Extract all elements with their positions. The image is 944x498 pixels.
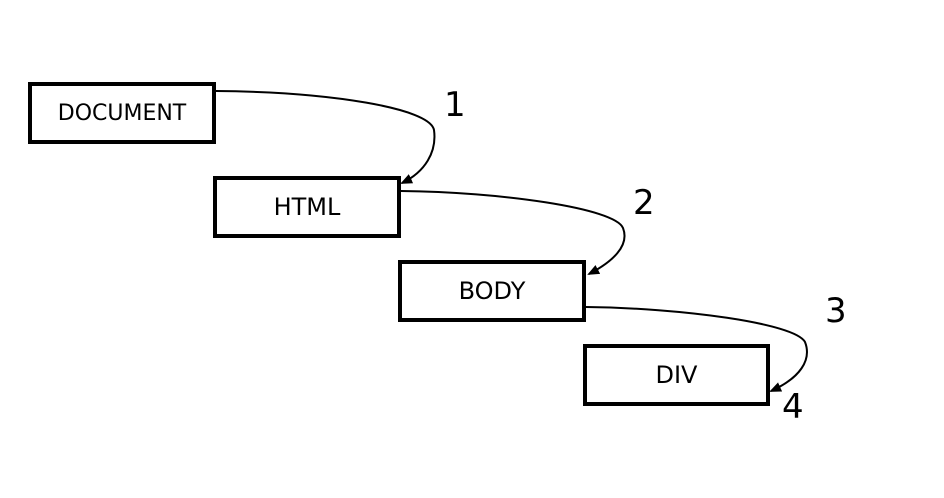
- node-body-label: BODY: [458, 277, 526, 305]
- step-label-4: 4: [782, 387, 804, 427]
- node-body: BODY: [398, 260, 586, 322]
- step-label-1: 1: [444, 85, 466, 125]
- edge-document-to-html: [215, 90, 436, 184]
- edge-body-to-div: [585, 306, 808, 392]
- step-label-3: 3: [825, 291, 847, 331]
- node-div-label: DIV: [655, 361, 698, 389]
- edge-html-to-body: [400, 190, 626, 275]
- node-html: HTML: [213, 176, 401, 238]
- node-document: DOCUMENT: [28, 82, 216, 144]
- node-div: DIV: [583, 344, 770, 406]
- step-label-2: 2: [633, 183, 655, 223]
- node-html-label: HTML: [273, 193, 341, 221]
- node-document-label: DOCUMENT: [57, 100, 187, 126]
